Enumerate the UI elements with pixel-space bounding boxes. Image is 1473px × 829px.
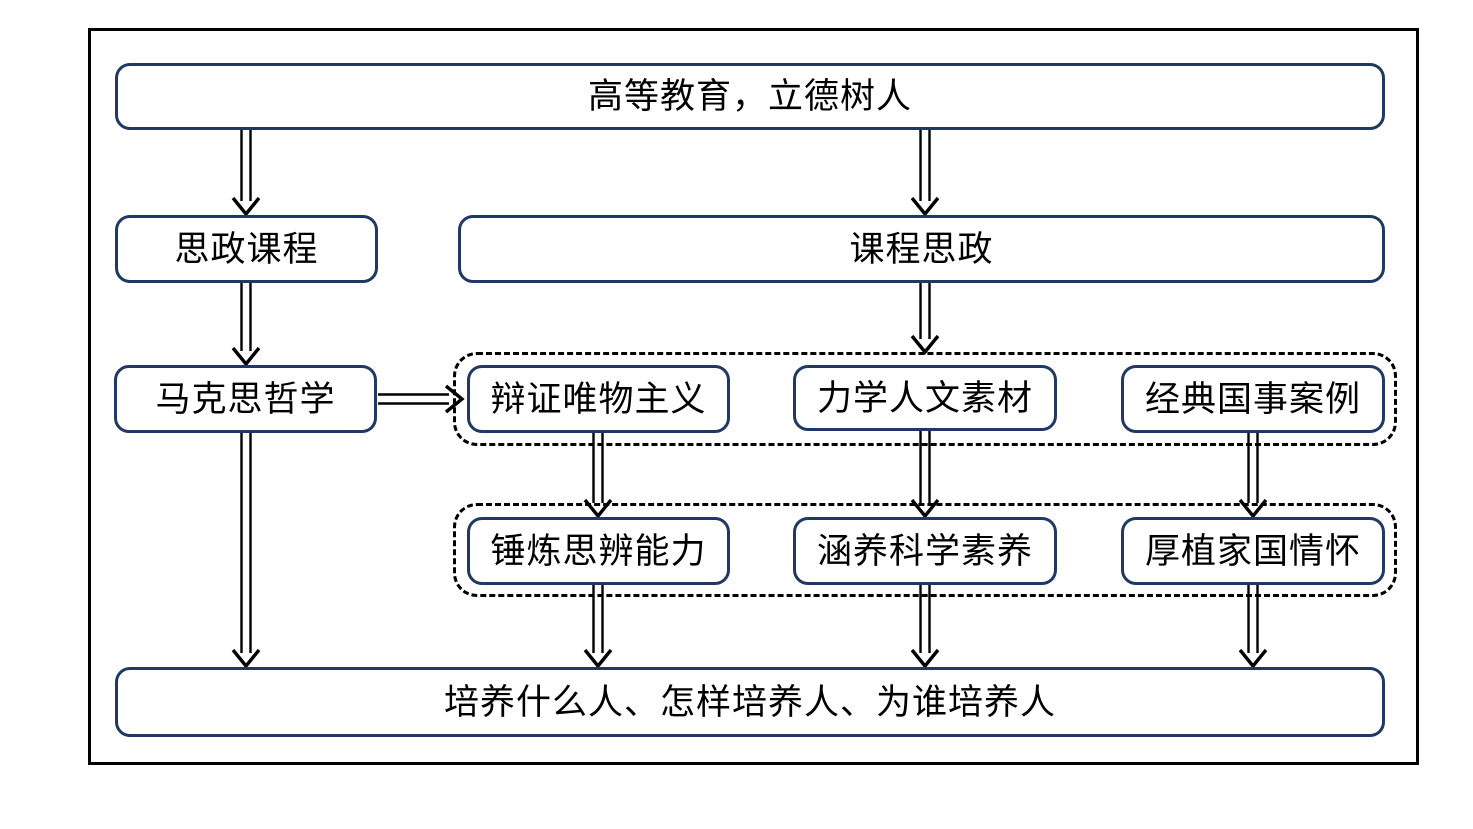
node-label: 锤炼思辨能力 <box>490 531 707 571</box>
node-bianzheng-weiwu: 辩证唯物主义 <box>467 365 730 433</box>
node-label: 高等教育，立德树人 <box>587 77 912 116</box>
node-jingdian-guoshi: 经典国事案例 <box>1121 365 1385 433</box>
node-chuilian-sibian: 锤炼思辨能力 <box>467 517 730 585</box>
node-label: 课程思政 <box>849 229 994 269</box>
node-gaodeng-jiaoyu: 高等教育，立德树人 <box>115 63 1385 130</box>
node-houzhi-jiaguo: 厚植家国情怀 <box>1121 517 1385 585</box>
node-label: 力学人文素材 <box>816 378 1033 418</box>
node-label: 涵养科学素养 <box>816 531 1033 571</box>
node-label: 厚植家国情怀 <box>1144 531 1361 571</box>
node-peiyang-ren: 培养什么人、怎样培养人、为谁培养人 <box>115 667 1385 737</box>
node-label: 培养什么人、怎样培养人、为谁培养人 <box>443 682 1056 722</box>
node-label: 辩证唯物主义 <box>490 379 707 419</box>
node-lixue-renwen: 力学人文素材 <box>793 365 1057 431</box>
node-label: 思政课程 <box>174 229 319 269</box>
node-makesi-zhexue: 马克思哲学 <box>114 365 377 433</box>
node-sizheng-kecheng: 思政课程 <box>115 215 378 283</box>
node-hanyang-kexue: 涵养科学素养 <box>793 517 1057 585</box>
node-kecheng-sizheng: 课程思政 <box>458 215 1385 283</box>
node-label: 马克思哲学 <box>155 379 336 419</box>
node-label: 经典国事案例 <box>1144 379 1361 419</box>
